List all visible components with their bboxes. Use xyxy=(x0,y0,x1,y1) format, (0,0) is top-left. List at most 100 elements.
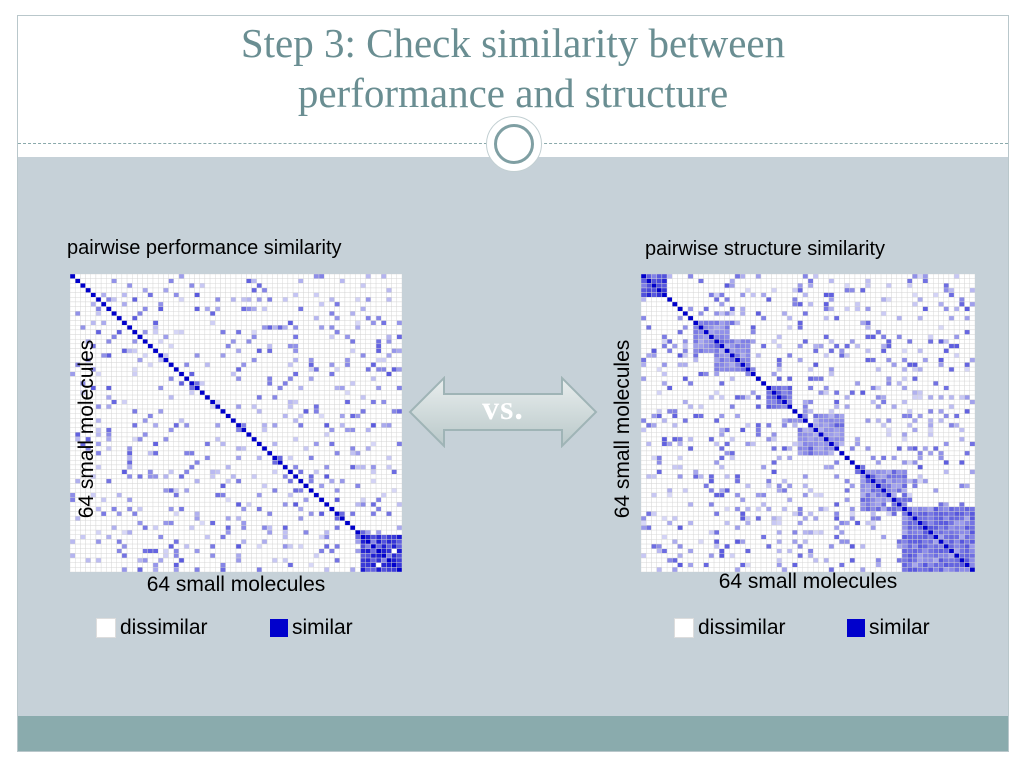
heatmap-cell xyxy=(344,329,351,335)
heatmap-cell xyxy=(355,394,361,400)
heatmap-cell xyxy=(844,283,850,289)
heatmap-cell xyxy=(272,483,278,489)
heatmap-cell xyxy=(818,273,824,279)
heatmap-cell xyxy=(344,441,351,447)
heatmap-cell xyxy=(344,338,351,345)
heatmap-cell xyxy=(137,394,143,400)
heatmap-cell xyxy=(703,301,710,307)
heatmap-cell xyxy=(292,325,299,331)
heatmap-cell xyxy=(708,325,715,331)
heatmap-cell xyxy=(349,371,356,377)
heatmap-cell xyxy=(713,315,720,321)
heatmap-cell xyxy=(396,520,403,526)
heatmap-cell xyxy=(813,325,819,331)
heatmap-cell xyxy=(251,543,257,549)
heatmap-cell xyxy=(256,380,263,386)
heatmap-cell xyxy=(168,567,174,573)
heatmap-cell xyxy=(256,553,263,559)
heatmap-cell xyxy=(199,418,206,424)
heatmap-cell xyxy=(251,283,257,289)
heatmap-cell xyxy=(168,385,174,391)
heatmap-cell xyxy=(173,418,180,424)
heatmap-cell xyxy=(132,474,138,480)
heatmap-cell xyxy=(298,315,304,321)
heatmap-cell xyxy=(349,464,356,470)
heatmap-cell xyxy=(927,292,934,298)
heatmap-cell xyxy=(100,511,107,517)
heatmap-cell xyxy=(132,543,138,549)
heatmap-cell xyxy=(121,287,128,293)
heatmap-cell xyxy=(194,329,200,335)
heatmap-cell xyxy=(178,525,185,531)
heatmap-cell xyxy=(298,413,304,419)
heatmap-cell xyxy=(308,450,315,456)
heatmap-cell xyxy=(844,325,850,331)
heatmap-cell xyxy=(672,311,678,317)
heatmap-cell xyxy=(308,483,315,489)
heatmap-cell xyxy=(318,329,325,335)
heatmap-cell xyxy=(656,273,663,279)
heatmap-cell xyxy=(183,301,190,307)
heatmap-cell xyxy=(126,394,133,400)
heatmap-cell xyxy=(106,478,112,484)
heatmap-cell xyxy=(318,283,325,289)
heatmap-cell xyxy=(183,390,190,396)
heatmap-cell xyxy=(839,273,845,279)
heatmap-cell xyxy=(189,450,195,456)
heatmap-cell xyxy=(173,464,180,470)
heatmap-cell xyxy=(933,283,939,289)
heatmap-cell xyxy=(121,436,128,442)
heatmap-cell xyxy=(318,394,325,400)
heatmap-cell xyxy=(781,287,788,293)
heatmap-cell xyxy=(246,287,252,293)
heatmap-cell xyxy=(708,297,715,303)
heatmap-cell xyxy=(329,520,335,526)
heatmap-cell xyxy=(308,329,315,335)
heatmap-cell xyxy=(287,567,294,573)
heatmap-cell xyxy=(204,292,211,298)
heatmap-cell xyxy=(220,567,226,573)
heatmap-cell xyxy=(194,366,200,372)
heatmap-cell xyxy=(698,292,704,298)
heatmap-cell xyxy=(235,413,242,419)
heatmap-cell xyxy=(355,301,361,307)
heatmap-cell xyxy=(365,315,372,321)
heatmap-cell xyxy=(370,441,377,447)
heatmap-cell xyxy=(173,348,180,354)
heatmap-cell xyxy=(142,511,149,517)
heatmap-cell xyxy=(235,343,242,349)
heatmap-cell xyxy=(651,334,657,340)
heatmap-cell xyxy=(163,529,169,535)
heatmap-cell xyxy=(381,422,387,428)
heatmap-cell xyxy=(106,311,112,317)
heatmap-cell xyxy=(339,418,346,424)
heatmap-cell xyxy=(111,506,117,512)
heatmap-cell xyxy=(298,394,304,400)
heatmap-cell xyxy=(303,446,309,452)
heatmap-cell xyxy=(230,380,237,386)
heatmap-cell xyxy=(168,534,174,540)
heatmap-cell xyxy=(220,418,226,424)
heatmap-cell xyxy=(802,297,809,303)
heatmap-cell xyxy=(948,311,955,317)
heatmap-cell xyxy=(355,287,361,293)
heatmap-cell xyxy=(277,469,283,475)
heatmap-cell xyxy=(776,287,783,293)
heatmap-cell xyxy=(370,306,377,312)
heatmap-cell xyxy=(126,315,133,321)
heatmap-cell xyxy=(396,325,403,331)
heatmap-cell xyxy=(298,366,304,372)
heatmap-cell xyxy=(266,492,273,498)
heatmap-cell xyxy=(298,478,304,484)
heatmap-cell xyxy=(360,413,366,419)
heatmap-cell xyxy=(355,567,361,573)
heatmap-cell xyxy=(938,320,944,326)
heatmap-cell xyxy=(209,511,216,517)
heatmap-cell xyxy=(287,297,294,303)
heatmap-cell xyxy=(360,343,366,349)
heatmap-cell xyxy=(303,301,309,307)
heatmap-cell xyxy=(116,474,123,480)
heatmap-cell xyxy=(116,325,123,331)
heatmap-cell xyxy=(349,501,356,508)
heatmap-cell xyxy=(100,418,107,424)
